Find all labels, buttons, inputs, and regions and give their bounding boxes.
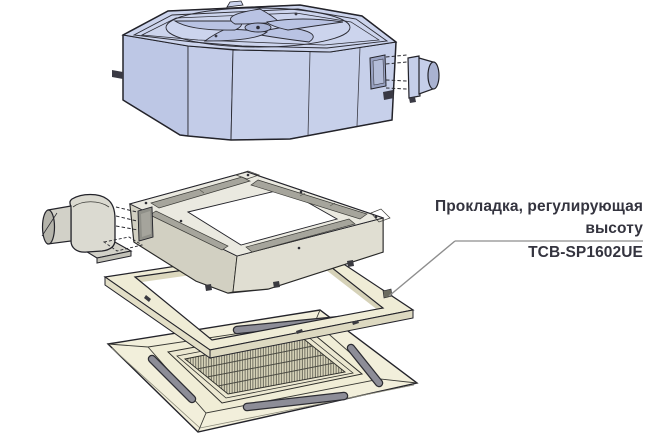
bottom-frame-illustration (128, 170, 391, 294)
part-number-label: TCB-SP1602UE (528, 244, 643, 261)
ceiling-panel-illustration (106, 309, 419, 433)
fan-impeller (165, 7, 351, 48)
callout-label-line2: высоту (585, 219, 643, 237)
indoor-unit-illustration (112, 0, 440, 141)
frame-screws (144, 173, 378, 250)
callout-label: Прокладка, регулирующая высоту (435, 196, 643, 239)
callout-label-line1: Прокладка, регулирующая (434, 198, 643, 215)
duct-adapter-illustration (41, 193, 144, 264)
duct-flange (407, 55, 440, 103)
callout-leader-line (388, 240, 456, 297)
frame-recess-channels (149, 176, 368, 253)
frame-feet (205, 260, 354, 291)
